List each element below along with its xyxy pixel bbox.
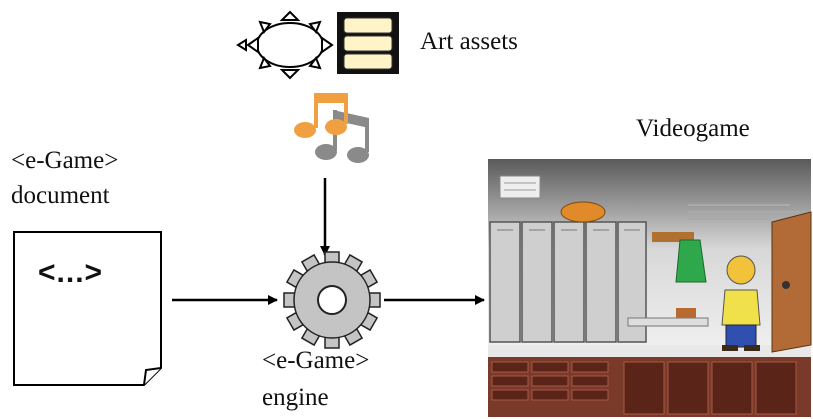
document-content-text: <...> bbox=[38, 256, 104, 289]
engine-tag-label: <e-Game> bbox=[262, 347, 370, 374]
film-strip-icon bbox=[337, 12, 399, 74]
videogame-screenshot bbox=[488, 159, 812, 417]
document-icon bbox=[13, 231, 162, 386]
sun-icon bbox=[236, 10, 334, 80]
document-word-label: document bbox=[11, 182, 110, 209]
document-tag-label: <e-Game> bbox=[11, 147, 119, 174]
music-notes-icon bbox=[294, 93, 369, 163]
videogame-label: Videogame bbox=[636, 115, 750, 142]
engine-word-label: engine bbox=[262, 384, 329, 411]
gear-icon bbox=[283, 251, 381, 349]
art-assets-label: Art assets bbox=[420, 28, 518, 55]
